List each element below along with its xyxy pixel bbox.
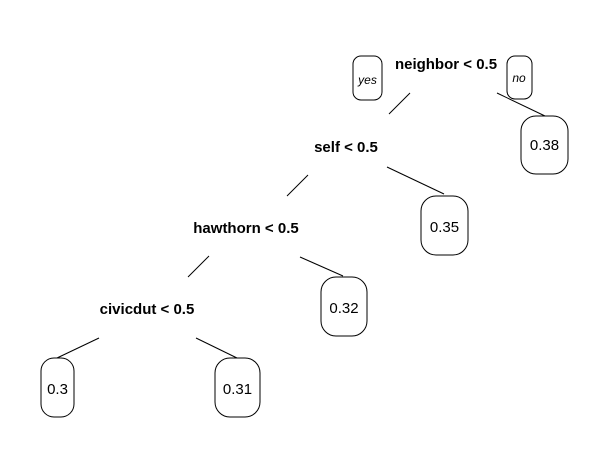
split-hawthorn-label: hawthorn < 0.5 [193, 220, 298, 237]
split-self-label: self < 0.5 [314, 139, 378, 156]
edge-hawthorn-to-civicdut [187, 255, 210, 278]
leaf-node-038: 0.38 [520, 115, 569, 175]
leaf-value-038: 0.38 [530, 137, 559, 154]
leaf-node-035: 0.35 [420, 195, 469, 256]
branch-tag-yes-text: yes [357, 73, 377, 87]
branch-tag-yes: yes [352, 55, 383, 101]
branch-tag-no-text: no [512, 71, 526, 85]
leaf-node-032: 0.32 [320, 276, 368, 337]
edge-civicdut-to-leaf-03 [56, 337, 100, 359]
edge-self-to-hawthorn [286, 174, 309, 197]
leaf-node-03: 0.3 [40, 357, 75, 418]
edge-root-to-leaf-038 [496, 92, 546, 117]
leaf-node-031: 0.31 [214, 357, 261, 418]
edge-self-to-leaf-035 [386, 166, 445, 195]
split-neighbor-label: neighbor < 0.5 [395, 56, 497, 73]
leaf-value-035: 0.35 [430, 219, 459, 236]
edge-root-to-self [388, 92, 411, 115]
leaf-value-031: 0.31 [223, 381, 252, 398]
tree-edges [56, 92, 546, 359]
leaf-value-03: 0.3 [47, 381, 68, 398]
edge-civicdut-to-leaf-031 [195, 337, 238, 359]
leaf-value-032: 0.32 [329, 300, 358, 317]
branch-tag-no: no [506, 55, 533, 100]
split-civicdut-label: civicdut < 0.5 [100, 301, 195, 318]
edge-hawthorn-to-leaf-032 [299, 256, 344, 277]
